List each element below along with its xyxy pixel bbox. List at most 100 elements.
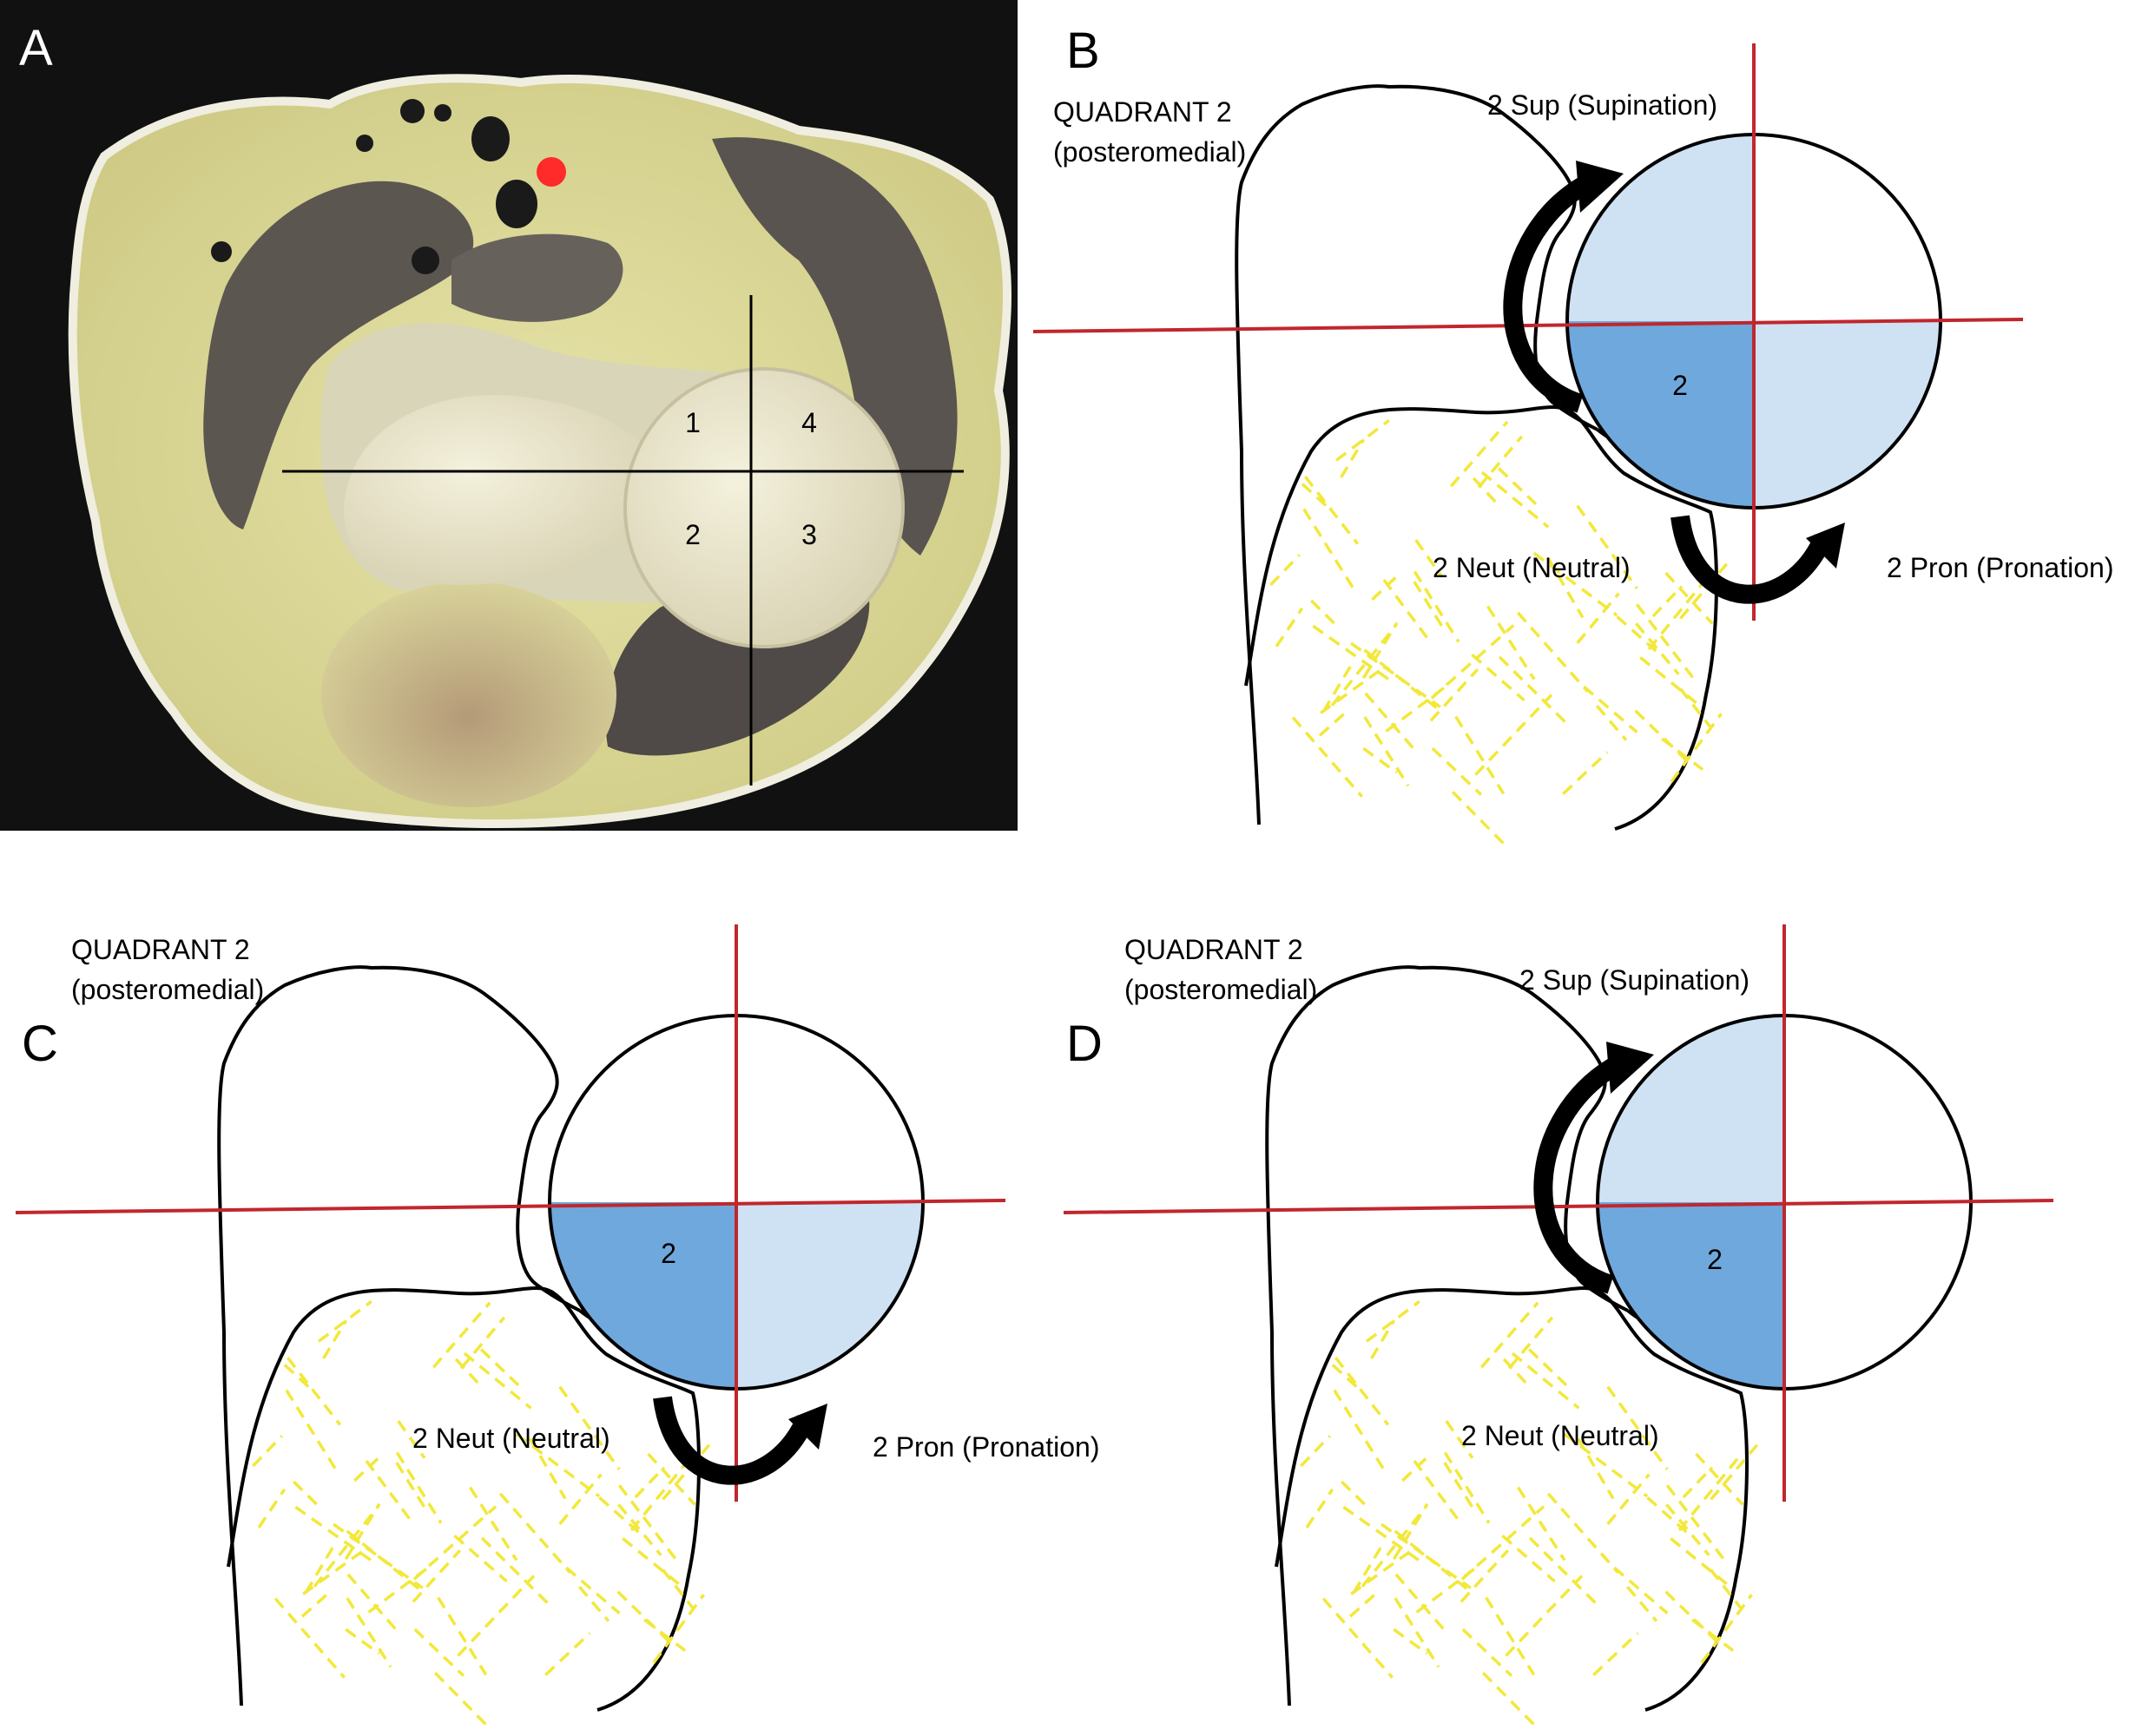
trabecular-dash — [1270, 555, 1299, 585]
vessel — [434, 104, 451, 122]
trabecular-dash — [1362, 1506, 1427, 1587]
trabecular-dash — [1433, 748, 1481, 795]
trabecular-dash — [1578, 594, 1619, 643]
trabecular-dash — [1396, 1575, 1444, 1629]
panel-d-schematic — [1064, 924, 2053, 1728]
trabecular-dash — [1334, 1391, 1384, 1470]
trabecular-dash — [366, 1461, 410, 1520]
trabecular-dash — [414, 1507, 496, 1580]
trabecular-dash — [1593, 1634, 1637, 1675]
bone-outline — [1267, 967, 1628, 1706]
photo-quadrant-label: 4 — [801, 407, 817, 438]
trabecular-dash — [1414, 582, 1443, 627]
artery — [537, 157, 566, 187]
trabecular-dash — [1475, 695, 1552, 775]
trabecular-dash — [253, 1436, 281, 1466]
neutral-label: 2 Neut (Neutral) — [1433, 552, 1631, 583]
trabecular-dash — [636, 1468, 664, 1497]
trabecular-dash — [1384, 580, 1427, 639]
horizontal-axis-line — [1064, 1200, 2053, 1213]
trabecular-dash — [1307, 1489, 1333, 1528]
trabecular-dash — [346, 1504, 379, 1560]
pronation-arrow-shaft — [1680, 516, 1823, 595]
trabecular-dash — [287, 1358, 339, 1424]
trabecular-dash — [1341, 439, 1364, 477]
trabecular-dash — [1584, 687, 1637, 732]
trabecular-dash — [1627, 1587, 1657, 1621]
trabecular-dash — [1414, 1461, 1458, 1520]
trabecular-dash — [1301, 1436, 1329, 1466]
pronation-quadrant-fill — [1754, 321, 1941, 508]
trabecular-dash — [1311, 601, 1338, 627]
supination-label: 2 Sup (Supination) — [1519, 964, 1750, 996]
supination-quadrant-fill — [1567, 135, 1754, 321]
trabecular-dash — [1363, 623, 1397, 679]
trabecular-dash — [458, 1576, 534, 1656]
trabecular-dash — [287, 1391, 336, 1470]
trabecular-dash — [1711, 1445, 1757, 1500]
trabecular-dash — [1341, 1482, 1368, 1508]
trabecular-dash — [618, 1504, 661, 1555]
trabecular-dash — [461, 1318, 504, 1369]
vessel — [356, 135, 373, 152]
trabecular-dash — [1350, 1592, 1378, 1616]
trabecular-dash — [438, 1598, 486, 1675]
quadrant-title: QUADRANT 2 — [1053, 96, 1232, 128]
neutral-label: 2 Neut (Neutral) — [1461, 1420, 1659, 1451]
trabecular-dash — [1462, 1507, 1544, 1580]
bone-outline — [219, 967, 580, 1706]
trabecular-dash — [1597, 706, 1626, 740]
trabecular-dash — [1351, 1549, 1413, 1595]
trabecular-dash — [1304, 510, 1354, 589]
trabecular-dash — [1481, 1303, 1538, 1367]
pronation-quadrant-fill — [736, 1202, 923, 1389]
trabecular-dash — [1332, 625, 1396, 706]
trabecular-dash — [1666, 1504, 1709, 1555]
trabecular-dash — [259, 1489, 285, 1528]
trabecular-dash — [1509, 1318, 1552, 1369]
radial-head — [625, 369, 903, 647]
vessel — [400, 99, 425, 123]
trabecular-dash — [1372, 1320, 1394, 1358]
quadrant-subtitle: (posteromedial) — [1124, 974, 1317, 1005]
trabecular-dash — [1453, 792, 1507, 847]
trabecular-dash — [1486, 1598, 1534, 1675]
quadrant-subtitle: (posteromedial) — [71, 974, 264, 1005]
trabecular-dash — [1402, 1456, 1429, 1481]
trabecular-dash — [354, 1456, 381, 1481]
trabecular-dash — [433, 1303, 490, 1367]
trabecular-pattern — [253, 1301, 708, 1728]
trabecular-dash — [1653, 587, 1682, 616]
trabecular-dash — [303, 1549, 366, 1595]
quadrant-number: 2 — [661, 1238, 676, 1269]
panel-letter-d: D — [1066, 1016, 1103, 1072]
trabecular-dash — [1372, 575, 1399, 600]
quadrant-title: QUADRANT 2 — [71, 934, 250, 965]
vessel — [496, 180, 537, 228]
trabecular-dash — [456, 1359, 483, 1389]
trabecular-dash — [1463, 1629, 1512, 1676]
trabecular-dash — [1608, 1475, 1650, 1524]
panel-letter-c: C — [22, 1016, 58, 1072]
trabecular-dash — [482, 1538, 552, 1608]
panel-a: A 1 4 2 3 — [0, 0, 1018, 831]
panel-c: C QUADRANT 2 (posteromedial) 2 Neut (Neu… — [22, 934, 1099, 1463]
trabecular-dash — [324, 1320, 346, 1358]
quadrant-2-fill — [1598, 1202, 1784, 1389]
trabecular-dash — [579, 1587, 609, 1621]
trabecular-dash — [654, 1595, 704, 1663]
trabecular-dash — [1614, 1568, 1667, 1613]
trabecular-dash — [1365, 717, 1408, 786]
quadrant-title: QUADRANT 2 — [1124, 934, 1303, 965]
trabecular-dash — [1335, 1358, 1387, 1424]
pronation-label: 2 Pron (Pronation) — [873, 1431, 1099, 1463]
neutral-label: 2 Neut (Neutral) — [412, 1423, 610, 1454]
ulna-head — [321, 582, 616, 807]
trabecular-dash — [1702, 1595, 1752, 1663]
trabecular-dash — [1563, 753, 1607, 794]
vessel — [412, 247, 439, 274]
trabecular-dash — [1671, 713, 1722, 782]
trabecular-dash — [293, 1482, 320, 1508]
photo-quadrant-label: 1 — [685, 407, 701, 438]
vessel — [471, 116, 510, 161]
